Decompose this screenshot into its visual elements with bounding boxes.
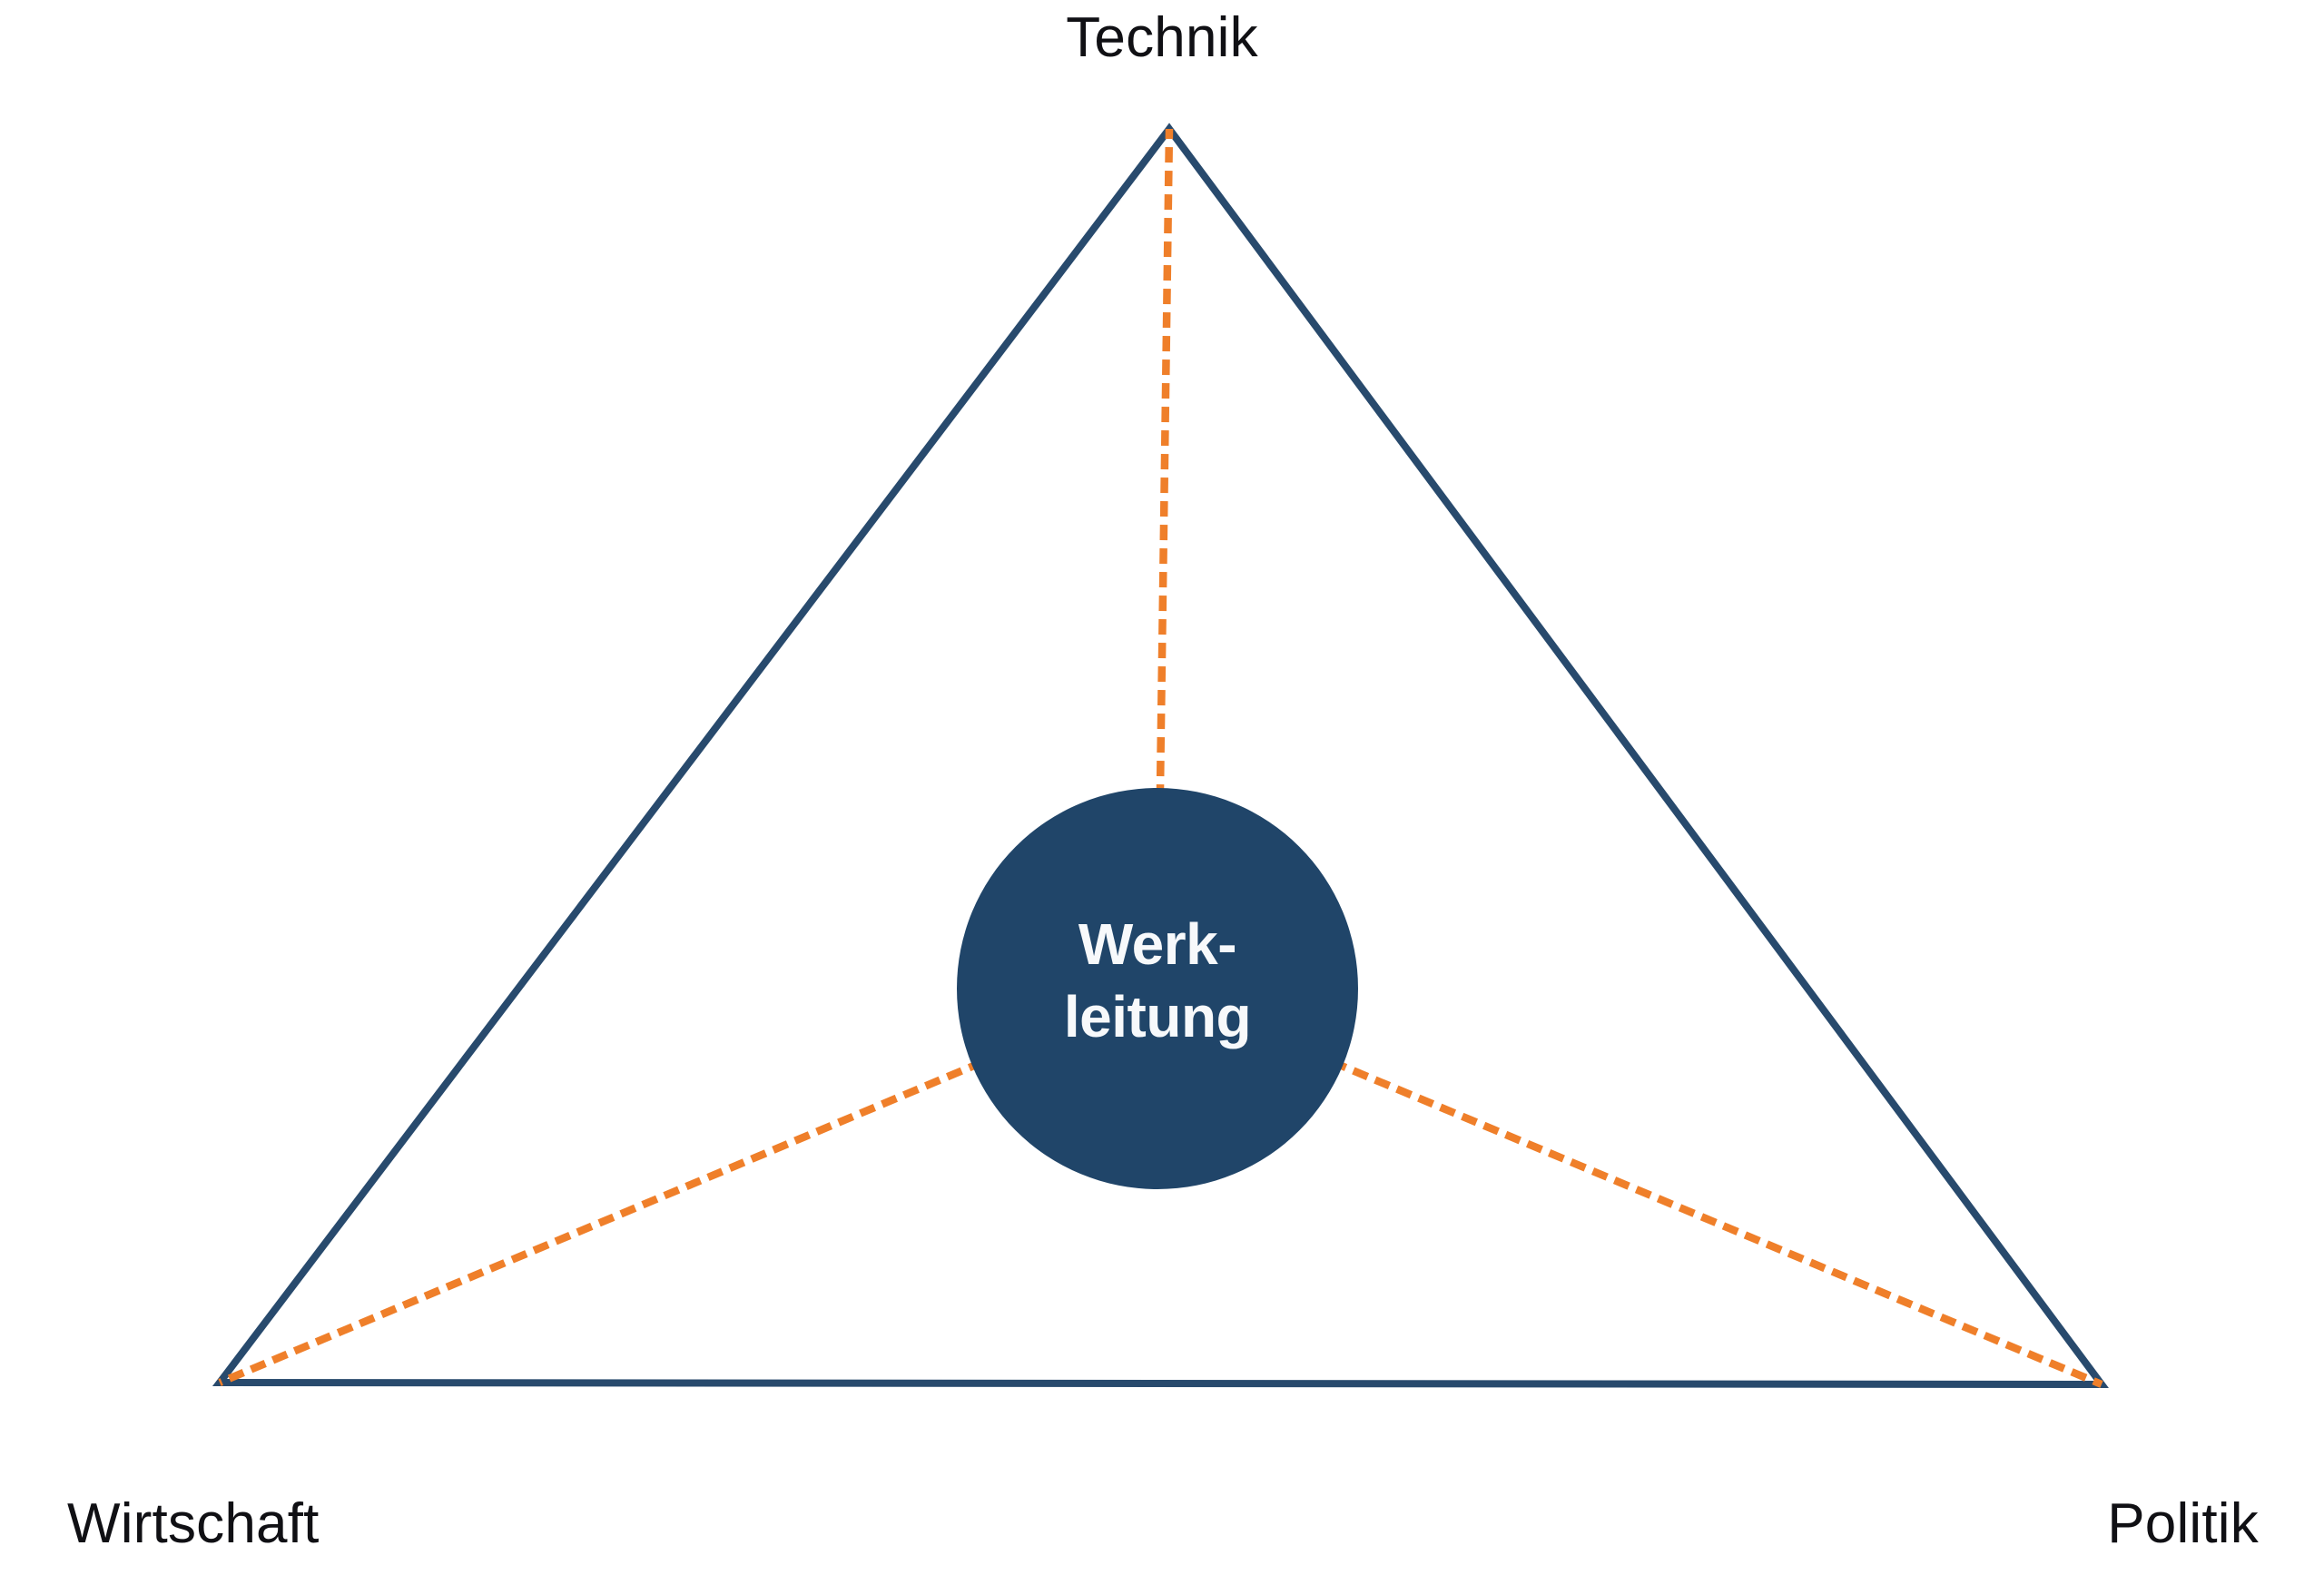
connector-group <box>218 128 2103 1388</box>
triangle-shape <box>212 123 2109 1389</box>
corner-label-technik: Technik <box>1066 6 1258 69</box>
werkleitung-node-circle[interactable] <box>957 788 1358 1189</box>
corner-label-politik: Politik <box>2107 1492 2259 1555</box>
triangle-outline <box>212 123 2109 1389</box>
corner-label-wirtschaft: Wirtschaft <box>67 1492 320 1555</box>
